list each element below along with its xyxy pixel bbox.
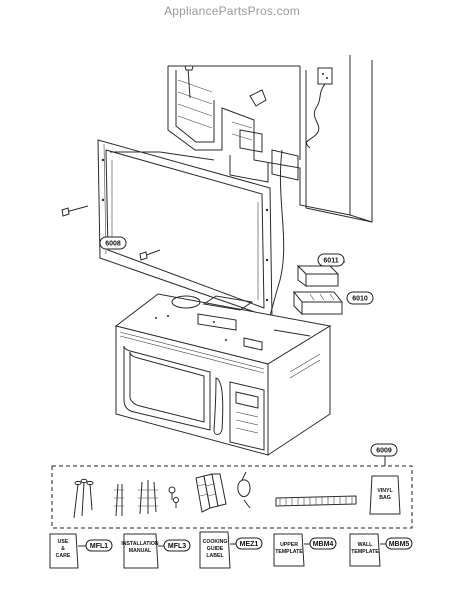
part-code-label: MFL3 [168,543,186,550]
small-screws [168,486,179,508]
part-code-label: MEZ1 [240,541,259,548]
filler-strip [275,495,357,507]
document-label: INSTALLATION [121,541,159,547]
document-label: UPPER [280,542,298,548]
document-cooking-guide-label: COOKING GUIDE LABEL MEZ1 [199,531,263,569]
callout-label-6009: 6009 [376,448,392,455]
callout-label-6008: 6008 [105,241,121,248]
documents-row: USE & CARE MFL1 INSTALLATION MANUAL MFL3… [49,531,413,569]
bottom-bracket-part [292,290,344,316]
document-label: MANUAL [129,548,152,554]
site-header: AppliancePartsPros.com [164,4,300,18]
document-label: LABEL [206,553,224,559]
callout-label-6011: 6011 [323,258,338,265]
document-label: WALL [358,542,374,548]
vinyl-bag-label-line-2: BAG [379,495,391,501]
callout-6011: 6011 [317,253,345,267]
document-label: CARE [56,553,71,559]
document-label: TEMPLATE [351,549,379,555]
vinyl-bag-label-line-1: VINYL [377,488,393,494]
document-upper-template: UPPER TEMPLATE MBM4 [273,533,337,567]
callout-6009: 6009 [370,443,398,466]
document-wall-template: WALL TEMPLATE MBM5 [349,533,413,567]
document-installation-manual: INSTALLATION MANUAL MFL3 [121,533,191,569]
wall-anchors [195,473,227,513]
vinyl-bag: VINYL BAG [369,475,401,515]
upper-cabinet-and-wall [110,55,373,223]
callout-6010: 6010 [346,291,374,305]
part-code-label: MBM4 [313,541,334,548]
microwave-oven [114,293,332,456]
document-label: TEMPLATE [275,549,303,555]
document-label: GUIDE [207,546,224,552]
long-screws [73,478,94,519]
top-bracket-part [296,261,345,287]
toggle-bolts [114,480,158,517]
callout-label-6010: 6010 [352,296,368,303]
callout-6008: 6008 [99,236,127,250]
mounting-frame [61,139,285,323]
installation-kit-box: VINYL BAG [51,465,413,529]
part-code-label: MBM5 [389,541,410,548]
document-label: & [61,546,65,552]
document-label: COOKING [203,539,228,545]
cord-clamp [237,471,251,509]
document-use-and-care: USE & CARE MFL1 [49,533,113,569]
document-label: USE [58,539,69,545]
part-code-label: MFL1 [90,543,108,550]
